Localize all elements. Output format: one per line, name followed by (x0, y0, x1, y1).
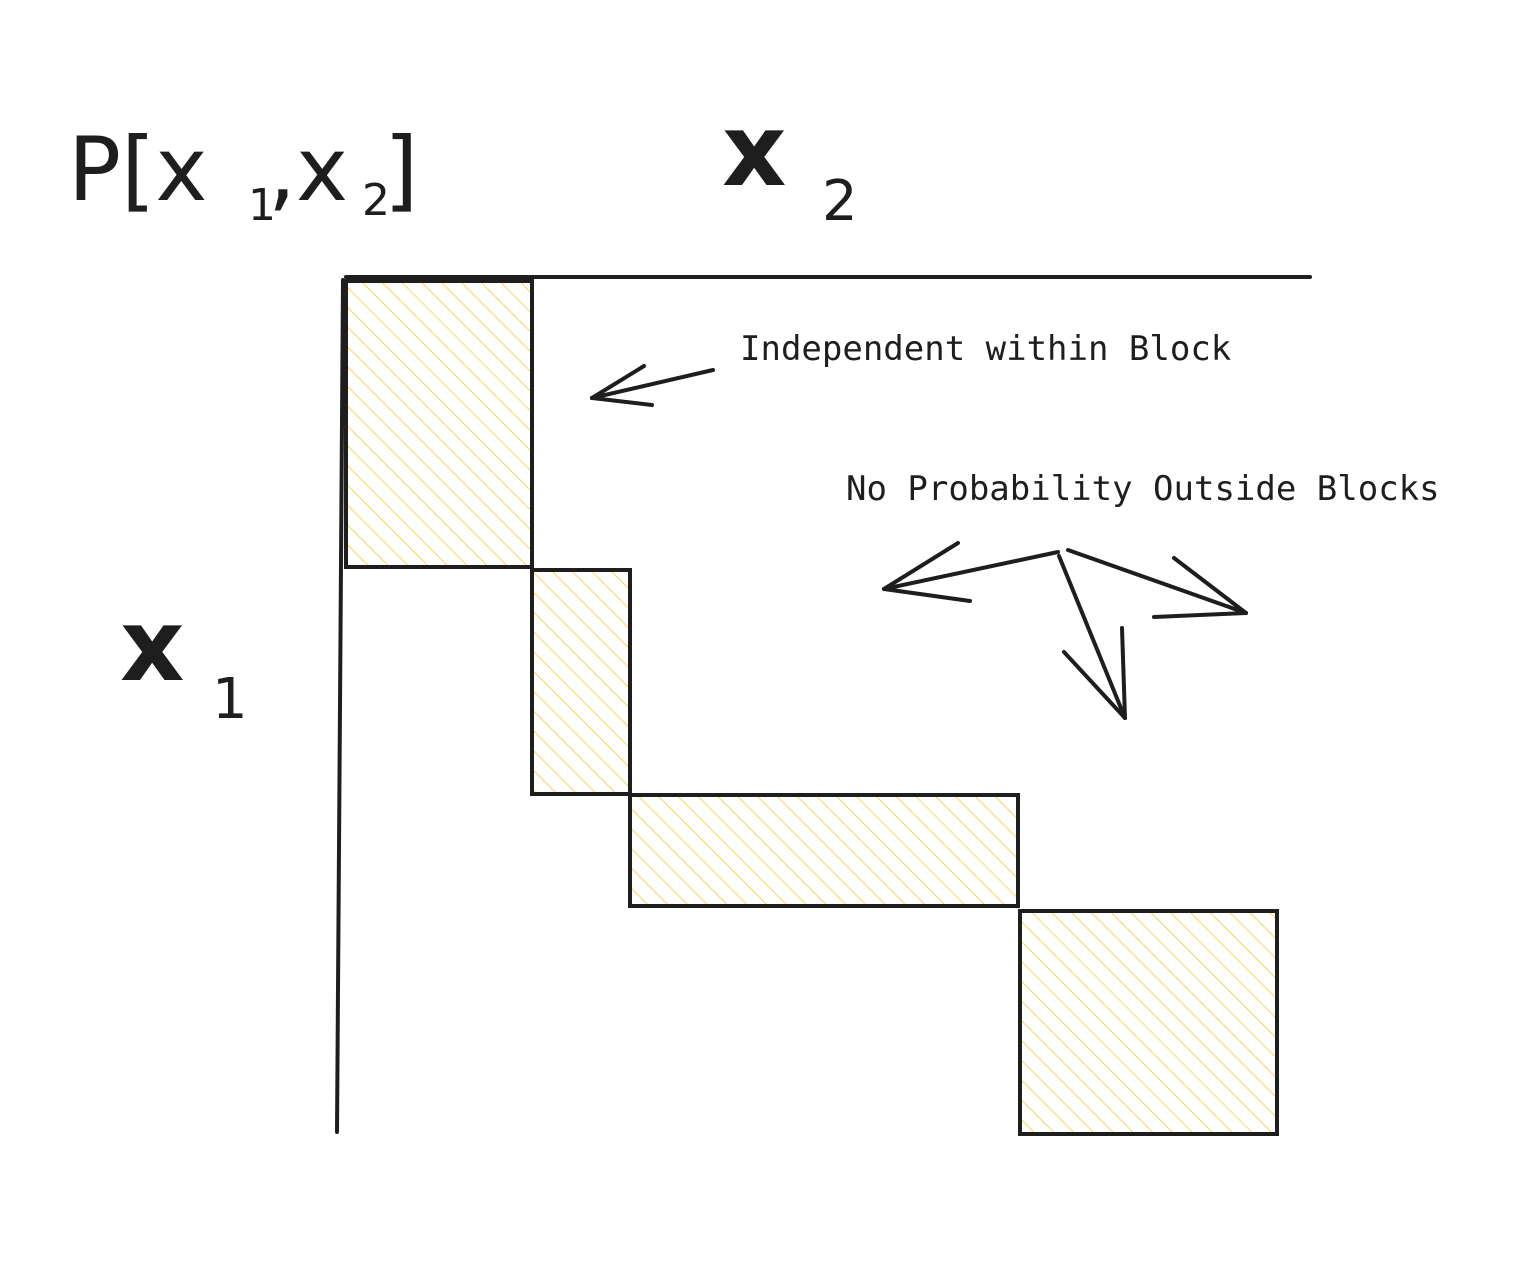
formula-middle: ,x (268, 118, 348, 221)
block-3 (628, 793, 1020, 908)
block-1 (344, 279, 534, 569)
blocks (344, 279, 1279, 1136)
left-axis-var: x (120, 587, 185, 704)
joint-probability-formula: P[x 1 ,x 2 ] (68, 118, 418, 231)
arrows-outside-blocks (882, 541, 1248, 720)
formula-sub-2: 2 (362, 175, 390, 226)
left-axis-label: x 1 (120, 587, 248, 732)
formula-suffix: ] (384, 118, 418, 221)
formula-sub-1: 1 (248, 180, 276, 231)
no-probability-outside-label: No Probability Outside Blocks (846, 469, 1440, 509)
top-axis-label: x 2 (722, 92, 858, 234)
left-axis-sub: 1 (212, 667, 248, 732)
top-axis-sub: 2 (822, 169, 858, 234)
formula-prefix: P[x (68, 118, 207, 221)
left-axis-line (335, 278, 345, 1134)
arrow-down (1057, 554, 1127, 720)
top-axis-var: x (722, 92, 787, 209)
block-2 (530, 568, 632, 796)
independent-within-block-label: Independent within Block (740, 329, 1231, 369)
arrow-left (882, 550, 1060, 591)
block-4 (1018, 909, 1279, 1136)
arrow-to-block-1 (590, 364, 715, 407)
arrow-right (1066, 548, 1248, 615)
